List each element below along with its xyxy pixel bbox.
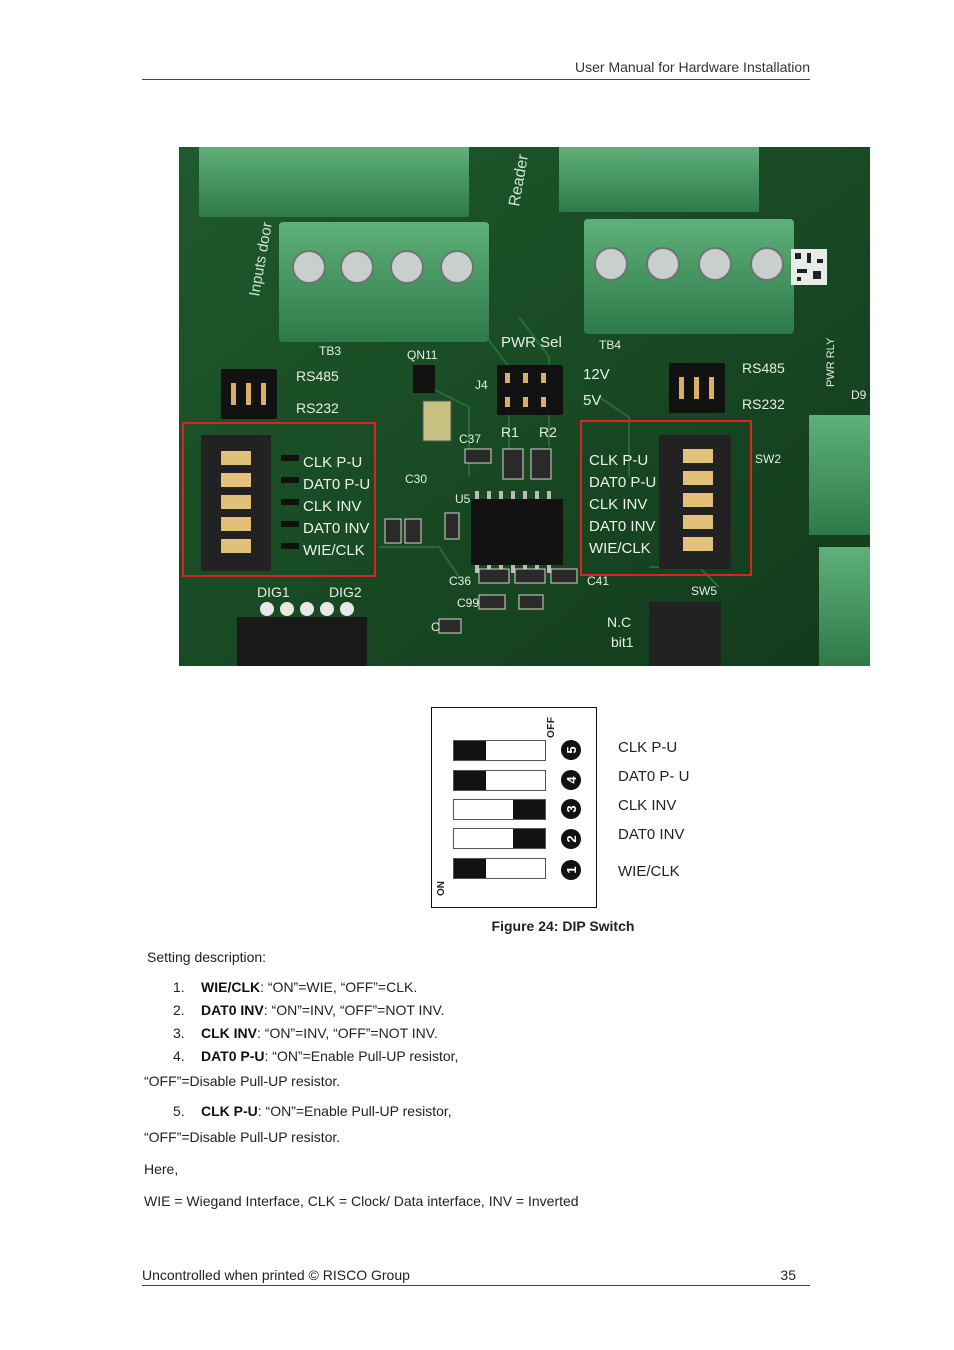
setting-intro: Setting description: <box>147 949 267 965</box>
list-item-number: 5. <box>173 1103 185 1119</box>
label-pwr: PWR Sel <box>501 334 562 351</box>
dip-switch-4 <box>453 770 546 791</box>
label-bit1: bit1 <box>611 634 634 650</box>
dip-number-5: 5 <box>561 740 581 760</box>
label-12v: 12V <box>583 366 610 383</box>
left-switch-label-3: CLK INV <box>303 498 361 515</box>
label-tb3: TB3 <box>319 344 341 358</box>
right-dip-highlight <box>580 420 752 576</box>
label-dig2: DIG2 <box>329 584 362 600</box>
label-c41: C41 <box>587 574 609 588</box>
list-item-number: 1. <box>173 979 185 995</box>
dip-switch-1 <box>453 858 546 879</box>
board-photo-svg: TB3 TB4 QN11 PWR Sel 12V 5V J4 RS485 RS2… <box>179 147 870 666</box>
label-nc: N.C <box>607 614 631 630</box>
dip-knob-5 <box>454 741 486 760</box>
page-header: User Manual for Hardware Installation <box>142 57 810 80</box>
label-rs232-right: RS232 <box>742 396 785 412</box>
label-rs485-right: RS485 <box>742 360 785 376</box>
dip-switch-5 <box>453 740 546 761</box>
label-rs232-left: RS232 <box>296 400 339 416</box>
right-switch-label-2: DAT0 P-U <box>589 474 656 491</box>
right-switch-label-4: DAT0 INV <box>589 518 655 535</box>
dip-knob-3 <box>513 800 545 819</box>
dip-off-label: OFF <box>546 716 557 739</box>
right-switch-label-1: CLK P-U <box>589 452 648 469</box>
left-dip-highlight <box>182 422 376 577</box>
dip-label-4: DAT0 P- U <box>618 768 690 785</box>
list-item-continuation: “OFF”=Disable Pull-UP resistor. <box>144 1073 341 1089</box>
list-item: 1. WIE/CLK: “ON”=WIE, “OFF”=CLK. <box>173 979 417 995</box>
label-rs485-left: RS485 <box>296 368 339 384</box>
left-switch-label-5: WIE/CLK <box>303 542 365 559</box>
right-switch-label-5: WIE/CLK <box>589 540 651 557</box>
dip-label-1: WIE/CLK <box>618 863 680 880</box>
list-item-term: CLK INV <box>201 1025 257 1041</box>
left-switch-label-2: DAT0 P-U <box>303 476 370 493</box>
label-u5: U5 <box>455 492 471 506</box>
list-item: 5. CLK P-U: “ON”=Enable Pull-UP resistor, <box>173 1103 452 1119</box>
label-j4: J4 <box>475 378 488 392</box>
list-item-term: CLK P-U <box>201 1103 258 1119</box>
list-item-continuation: “OFF”=Disable Pull-UP resistor. <box>144 1129 341 1145</box>
page-number: 35 <box>780 1267 796 1283</box>
label-r1: R1 <box>501 424 519 440</box>
label-c36: C36 <box>449 574 471 588</box>
abbreviation-legend: WIE = Wiegand Interface, CLK = Clock/ Da… <box>144 1193 579 1209</box>
list-item-text: : “ON”=Enable Pull-UP resistor, <box>257 1103 452 1119</box>
label-c30: C30 <box>405 472 427 486</box>
right-switch-label-3: CLK INV <box>589 496 647 513</box>
header-title: User Manual for Hardware Installation <box>575 59 810 75</box>
label-pwr-rly: PWR RLY <box>825 337 837 387</box>
dip-number-3: 3 <box>561 799 581 819</box>
footer-copyright: Uncontrolled when printed © RISCO Group <box>142 1267 410 1283</box>
dip-label-3: CLK INV <box>618 797 677 814</box>
dip-label-5: CLK P-U <box>618 739 678 756</box>
figure-caption: Figure 24: DIP Switch <box>491 918 635 934</box>
dip-label-2: DAT0 INV <box>618 826 685 843</box>
dip-switch-3 <box>453 799 546 820</box>
dip-knob-1 <box>454 859 486 878</box>
list-item: 3. CLK INV: “ON”=INV, “OFF”=NOT INV. <box>173 1025 438 1041</box>
board-photo: TB3 TB4 QN11 PWR Sel 12V 5V J4 RS485 RS2… <box>179 147 870 666</box>
here-paragraph: Here, <box>144 1161 179 1177</box>
list-item-term: DAT0 P-U <box>201 1048 265 1064</box>
dip-number-4: 4 <box>561 770 581 790</box>
label-dig1: DIG1 <box>257 584 290 600</box>
dip-number-1: 1 <box>561 860 581 880</box>
label-tb4: TB4 <box>599 338 621 352</box>
list-item-number: 3. <box>173 1025 185 1041</box>
label-sw2: SW2 <box>755 452 781 466</box>
list-item-term: WIE/CLK <box>201 979 261 995</box>
list-item: 4. DAT0 P-U: “ON”=Enable Pull-UP resistor… <box>173 1048 458 1064</box>
list-item-number: 4. <box>173 1048 185 1064</box>
left-switch-label-1: CLK P-U <box>303 454 362 471</box>
list-item-text: : “ON”=INV, “OFF”=NOT INV. <box>263 1002 445 1018</box>
dip-knob-2 <box>513 829 545 848</box>
dip-on-label: ON <box>436 881 447 896</box>
dip-switch-2 <box>453 828 546 849</box>
label-d9: D9 <box>851 388 867 402</box>
list-item-text: : “ON”=WIE, “OFF”=CLK. <box>260 979 418 995</box>
list-item-text: : “ON”=Enable Pull-UP resistor, <box>264 1048 459 1064</box>
dip-number-2: 2 <box>561 829 581 849</box>
list-item-term: DAT0 INV <box>201 1002 264 1018</box>
dip-knob-4 <box>454 771 486 790</box>
list-item-text: : “ON”=INV, “OFF”=NOT INV. <box>257 1025 438 1041</box>
list-item: 2. DAT0 INV: “ON”=INV, “OFF”=NOT INV. <box>173 1002 445 1018</box>
label-r2: R2 <box>539 424 557 440</box>
dip-switch-diagram: OFF ON 5 4 3 2 1 <box>431 707 597 908</box>
label-sw5: SW5 <box>691 584 717 598</box>
left-switch-label-4: DAT0 INV <box>303 520 369 537</box>
page-footer: Uncontrolled when printed © RISCO Group … <box>142 1265 810 1286</box>
label-qn11: QN11 <box>407 348 438 362</box>
list-item-number: 2. <box>173 1002 185 1018</box>
label-5v: 5V <box>583 392 601 409</box>
label-c37: C37 <box>459 432 481 446</box>
